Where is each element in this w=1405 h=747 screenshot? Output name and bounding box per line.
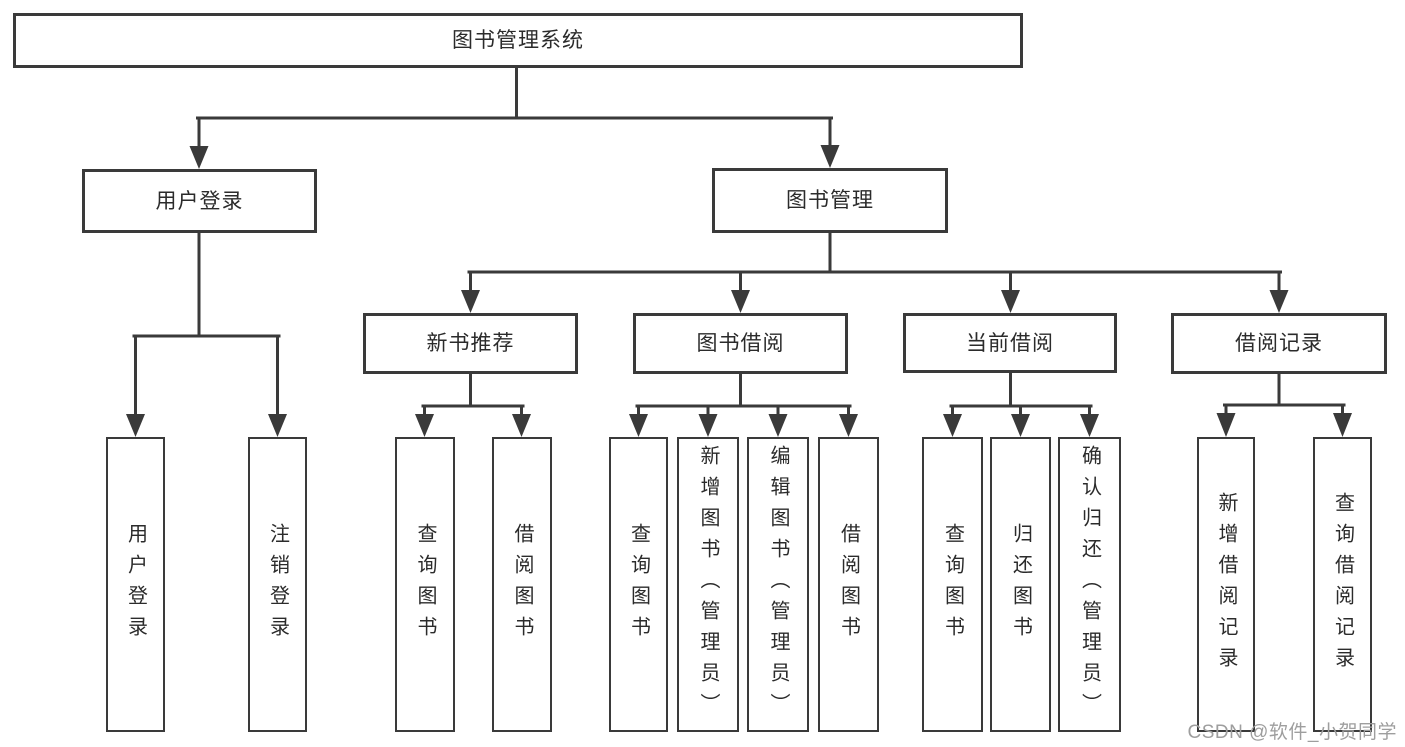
leaf-label: 查询图书 <box>414 522 436 647</box>
leaf-label: 用户登录 <box>124 522 147 647</box>
csdn-watermark: CSDN @软件_小贺同学 <box>1187 722 1397 743</box>
connector-book-management-to-level3 <box>461 231 1289 313</box>
node-label: 图书管理 <box>786 189 874 212</box>
leaf-edit-books-admin: 编辑图书（管理员） <box>747 437 809 732</box>
leaf-label: 借阅图书 <box>511 522 533 647</box>
leaf-label: 注销登录 <box>266 522 289 647</box>
leaf-query-books-current: 查询图书 <box>922 437 983 732</box>
node-label: 用户登录 <box>155 189 244 213</box>
leaf-add-borrow-record: 新增借阅记录 <box>1197 437 1255 732</box>
leaf-label: 编辑图书（管理员） <box>767 445 789 724</box>
node-current-borrowing: 当前借阅 <box>903 313 1117 373</box>
node-label: 借阅记录 <box>1235 332 1323 355</box>
leaf-label: 归还图书 <box>1009 522 1032 647</box>
leaf-return-books: 归还图书 <box>990 437 1051 732</box>
leaf-add-books-admin: 新增图书（管理员） <box>677 437 739 732</box>
node-label: 图书借阅 <box>696 332 785 355</box>
leaf-label: 借阅图书 <box>837 522 860 647</box>
leaf-label: 新增图书（管理员） <box>697 445 719 724</box>
connector-borrowing-records-to-leaves <box>1216 372 1352 437</box>
node-borrowing-records: 借阅记录 <box>1171 313 1387 374</box>
node-new-book-recommendation: 新书推荐 <box>363 313 578 374</box>
connector-book-borrowing-to-leaves <box>629 372 858 437</box>
connector-root-to-level2 <box>189 64 840 169</box>
leaf-borrow-books: 借阅图书 <box>818 437 879 732</box>
leaf-query-books-recommend: 查询图书 <box>395 437 455 732</box>
leaf-user-login: 用户登录 <box>106 437 165 732</box>
leaf-query-books-borrowing: 查询图书 <box>609 437 668 732</box>
node-label: 新书推荐 <box>426 332 515 355</box>
leaf-query-borrow-record: 查询借阅记录 <box>1313 437 1372 732</box>
leaf-logout: 注销登录 <box>248 437 307 732</box>
node-label: 当前借阅 <box>966 331 1054 355</box>
node-book-borrowing: 图书借阅 <box>633 313 848 374</box>
node-book-management: 图书管理 <box>712 168 948 233</box>
node-root-library-system: 图书管理系统 <box>13 13 1023 68</box>
leaf-confirm-return-admin: 确认归还（管理员） <box>1058 437 1121 732</box>
node-label: 图书管理系统 <box>452 29 584 52</box>
leaf-label: 查询借阅记录 <box>1331 491 1354 678</box>
leaf-label: 确认归还（管理员） <box>1078 445 1101 724</box>
connector-user-login-to-leaves <box>126 231 287 437</box>
connector-current-borrowing-to-leaves <box>943 371 1099 437</box>
node-user-login: 用户登录 <box>82 169 317 233</box>
leaf-borrow-books-recommend: 借阅图书 <box>492 437 552 732</box>
connector-new-book-to-leaves <box>415 372 531 437</box>
leaf-label: 查询图书 <box>627 522 650 647</box>
leaf-label: 查询图书 <box>941 522 964 647</box>
leaf-label: 新增借阅记录 <box>1215 491 1237 678</box>
